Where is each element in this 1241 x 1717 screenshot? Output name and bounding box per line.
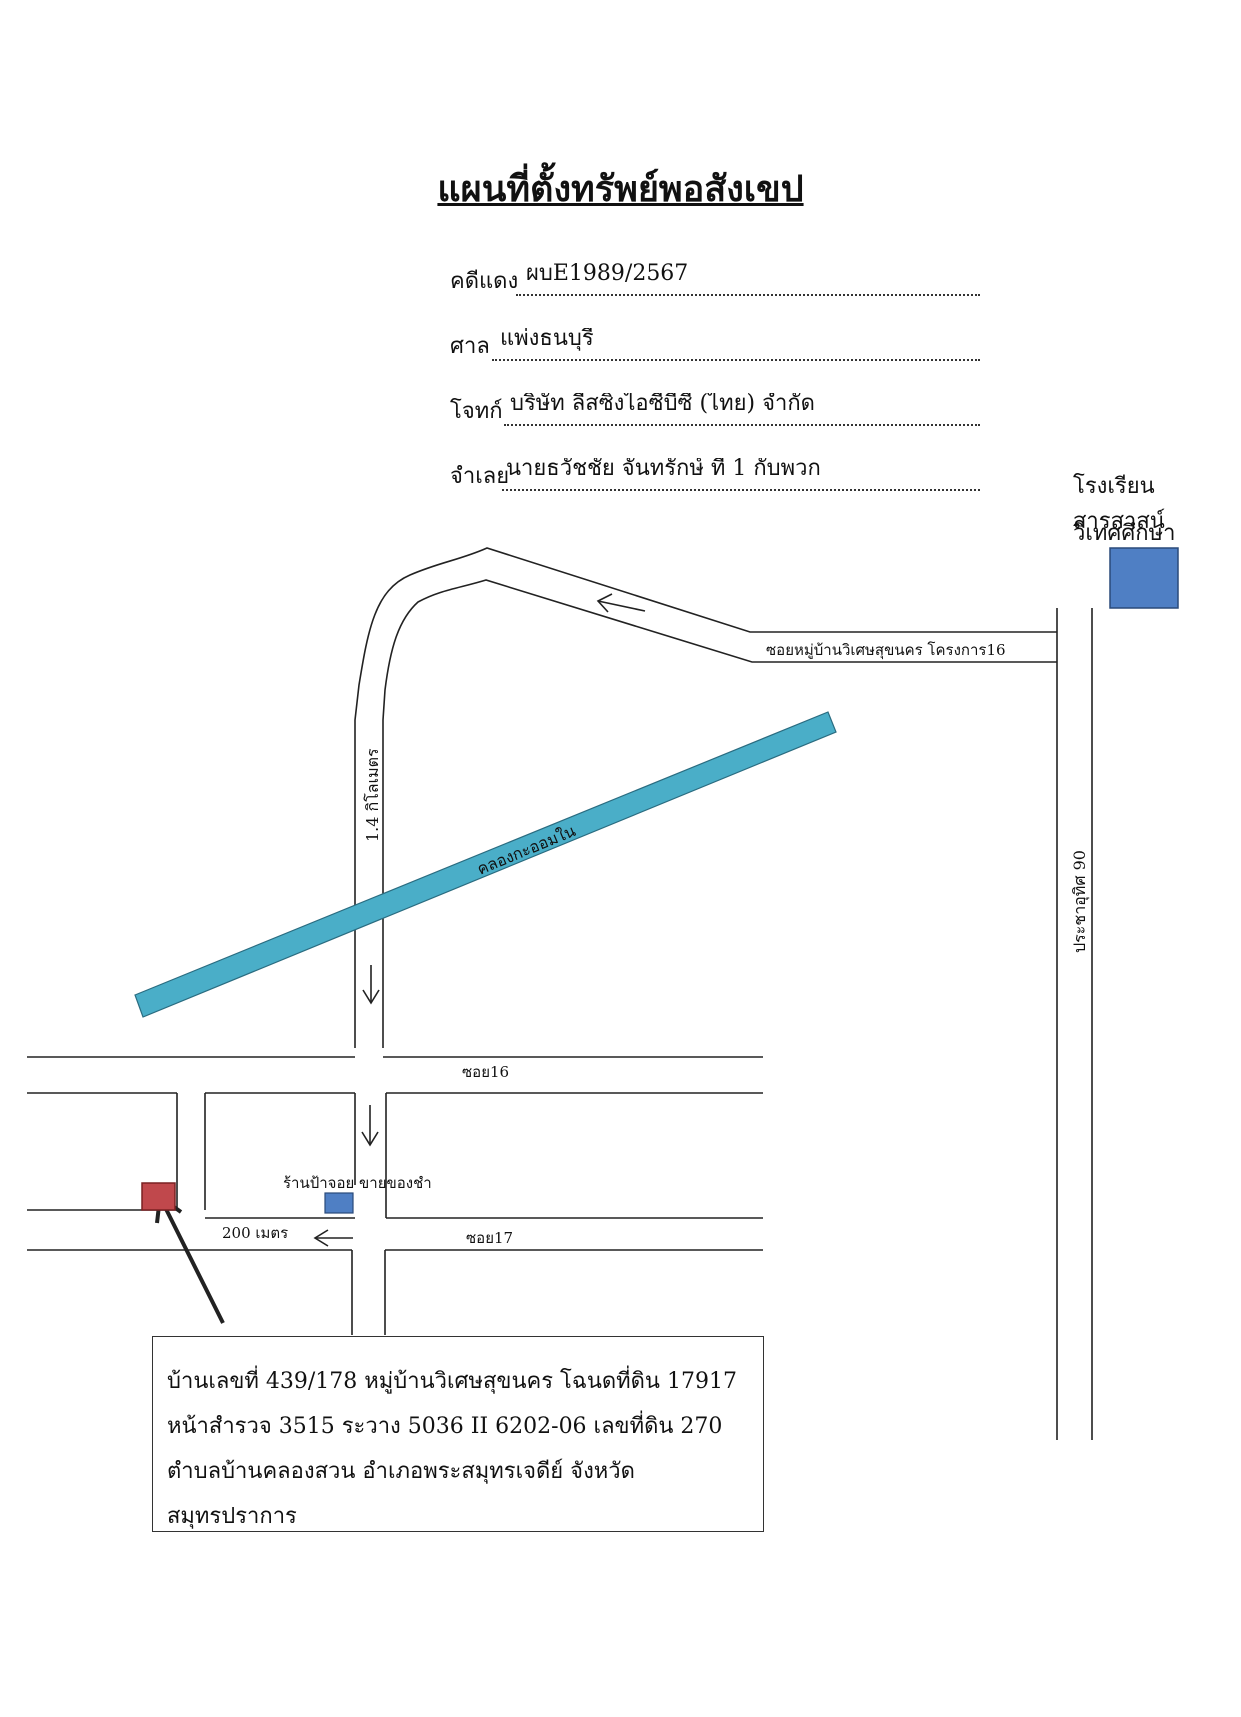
village-road-outer-edge xyxy=(354,547,1057,1048)
defendant-label: จำเลย xyxy=(450,464,510,489)
address-box: บ้านเลขที่ 439/178 หมู่บ้านวิเศษสุขนคร โ… xyxy=(152,1336,764,1532)
court-label: ศาล xyxy=(450,334,490,359)
prachauthit-label: ประชาอุทิศ 90 xyxy=(1070,850,1090,953)
school-name-line1: โรงเรียนสารสาสน์ xyxy=(1073,474,1165,534)
address-line-1: บ้านเลขที่ 439/178 หมู่บ้านวิเศษสุขนคร โ… xyxy=(167,1369,737,1394)
address-line-2: หน้าสำรวจ 3515 ระวาง 5036 II 6202-06 เลข… xyxy=(167,1414,723,1439)
arrow-left-village-road xyxy=(596,593,646,613)
plaintiff-value: บริษัท ลีสซิ่งไอซีบีซี (ไทย) จำกัด xyxy=(510,393,815,416)
village-road-inner-edge xyxy=(382,579,1057,1048)
defendant-value: นายธวัชชัย จันทรักษ์ ที่ 1 กับพวก xyxy=(506,458,821,481)
case-number-value: ผบE1989/2567 xyxy=(526,263,689,286)
case-number-field: คดีแดง ผบE1989/2567 xyxy=(450,263,980,298)
village-soi-label: ซอยหมู่บ้านวิเศษสุขนคร โครงการ16 xyxy=(766,641,1006,660)
shop-marker xyxy=(324,1192,354,1214)
defendant-field: จำเลย นายธวัชชัย จันทรักษ์ ที่ 1 กับพวก xyxy=(450,458,980,493)
arrow-down-vertical-road xyxy=(362,965,380,1005)
court-value: แพ่งธนบุรี xyxy=(500,328,594,351)
arrow-down-connector xyxy=(361,1105,379,1147)
distance-200-label: 200 เมตร xyxy=(222,1224,288,1242)
property-marker xyxy=(141,1182,176,1211)
soi17-label: ซอย17 xyxy=(466,1229,513,1247)
map-title: แผนที่ตั้งทรัพย์พอสังเขป xyxy=(437,168,804,210)
court-field: ศาล แพ่งธนบุรี xyxy=(450,328,980,363)
case-number-label: คดีแดง xyxy=(450,269,519,294)
soi16-label: ซอย16 xyxy=(462,1063,509,1081)
plaintiff-field: โจทก์ บริษัท ลีสซิ่งไอซีบีซี (ไทย) จำกัด xyxy=(450,393,980,428)
pointer-arrow-to-property xyxy=(155,1193,225,1324)
shop-label: ร้านป้าจอย ขายของชำ xyxy=(283,1174,432,1192)
arrow-left-soi17 xyxy=(313,1229,353,1247)
canal-shape xyxy=(134,711,837,1018)
school-name-line2: วิเทศศึกษา xyxy=(1073,521,1176,546)
address-line-3: ตำบลบ้านคลองสวน อำเภอพระสมุทรเจดีย์ จังห… xyxy=(167,1459,635,1529)
road-outlines xyxy=(27,547,1093,1440)
distance-vertical-label: 1.4 กิโลเมตร xyxy=(363,748,382,842)
plaintiff-label: โจทก์ xyxy=(450,399,503,424)
school-marker xyxy=(1109,547,1179,609)
